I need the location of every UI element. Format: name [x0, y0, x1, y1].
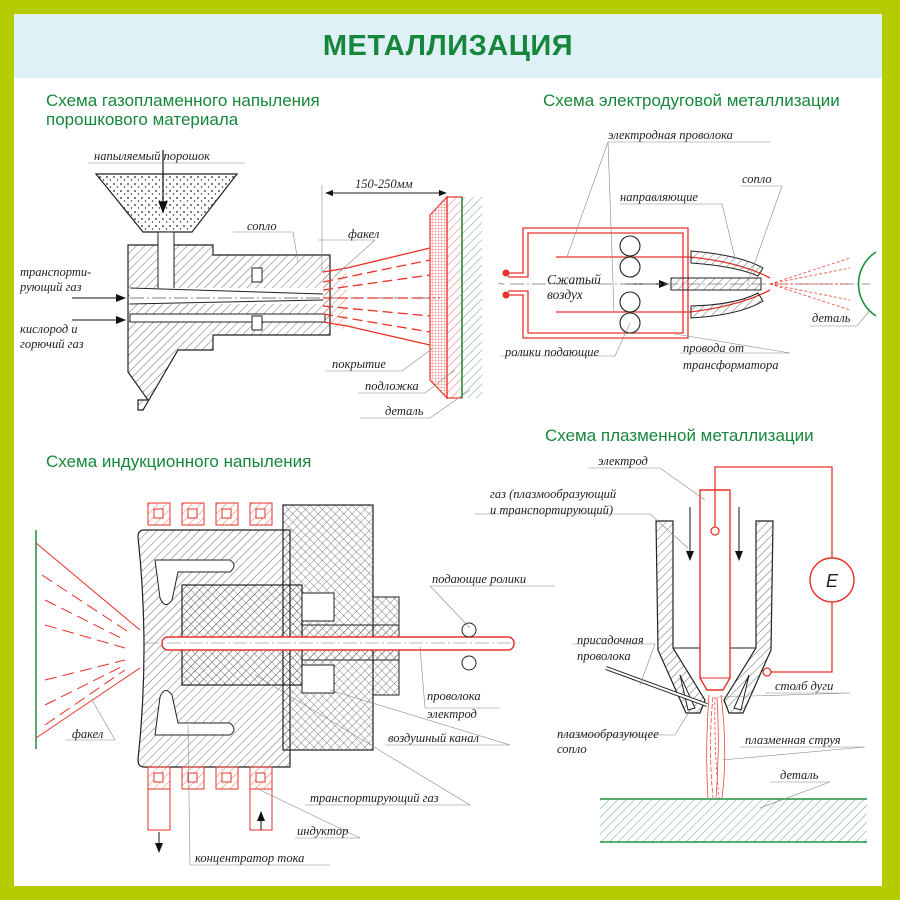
label-torch: факел [348, 227, 380, 241]
part-body [462, 197, 482, 398]
electric-arc-title: Схема электродуговой металлизации [543, 91, 840, 110]
label-guides: направляющие [620, 190, 698, 204]
label-arc-part: деталь [812, 311, 851, 325]
label-transport-gas-1: транспорти- [20, 265, 91, 279]
plasma-diagram: E электрод газ (плазмообразующий и транс… [475, 454, 867, 843]
arc-part [857, 251, 877, 317]
label-wires-1: провода от [683, 341, 744, 355]
label-inductor: индуктор [297, 824, 348, 838]
label-plasma-gas-1: газ (плазмообразующий [490, 487, 617, 501]
induction-diagram: подающие ролики проволока электрод возду… [35, 502, 555, 866]
title-banner [14, 14, 882, 78]
plasma-title: Схема плазменной металлизации [545, 426, 814, 445]
label-electrode-wire: электродная проволока [608, 128, 733, 142]
label-nozzle: сопло [247, 219, 277, 233]
label-substrate: подложка [365, 379, 419, 393]
gas-flame-diagram: напыляемый порошок 150-250мм сопло факел… [19, 149, 482, 419]
gas-flame-title-line2: порошкового материала [46, 110, 239, 129]
label-wires-2: трансформатора [683, 358, 779, 372]
plasma-nozzle-right [723, 520, 774, 714]
page-title: МЕТАЛЛИЗАЦИЯ [322, 30, 574, 62]
power-source [809, 557, 855, 603]
plasma-nozzle-left [655, 520, 706, 714]
label-compressed-air-2: воздух [547, 287, 583, 302]
label-filler-1: присадочная [577, 633, 644, 647]
substrate-layer [446, 196, 463, 399]
label-feed-rollers: ролики подающие [504, 345, 600, 359]
label-plasma-part: деталь [780, 768, 819, 782]
label-current-concentrator: концентратор тока [195, 851, 304, 865]
label-plasma-nozzle-2: сопло [557, 742, 587, 756]
label-plasma-jet: плазменная струя [745, 733, 841, 747]
label-induction-torch: факел [72, 727, 104, 741]
label-oxygen-1: кислород и [20, 322, 78, 336]
label-arc-column: столб дуги [775, 679, 833, 693]
label-induction-wire-2: электрод [427, 707, 477, 721]
label-filler-2: проволока [577, 649, 631, 663]
label-electrode: электрод [598, 454, 648, 468]
torch-body [127, 244, 331, 411]
label-coating: покрытие [332, 357, 386, 371]
label-arc-nozzle: сопло [742, 172, 772, 186]
plasma-jet [706, 694, 726, 799]
plasma-part [600, 799, 867, 842]
label-plasma-gas-2: и транспортирующий) [490, 503, 613, 517]
label-plasma-nozzle-1: плазмообразующее [557, 727, 659, 741]
label-part: деталь [385, 404, 424, 418]
inductor-coils [147, 502, 273, 831]
powder-hopper [94, 173, 239, 233]
label-distance: 150-250мм [355, 177, 413, 191]
electric-arc-diagram: электродная проволока сопло направляющие… [498, 128, 877, 372]
label-induction-feed-rollers: подающие ролики [432, 572, 526, 586]
label-air-channel: воздушный канал [388, 731, 479, 745]
coating-layer [429, 195, 448, 400]
induction-title: Схема индукционного напыления [46, 452, 312, 471]
wire-electrode [161, 636, 515, 651]
label-transport-gas: транспортирующий газ [310, 791, 439, 805]
label-powder: напыляемый порошок [94, 149, 210, 163]
power-source-label: E [826, 571, 839, 591]
label-oxygen-2: горючий газ [20, 337, 84, 351]
gas-flame-title-line1: Схема газопламенного напыления [46, 91, 320, 110]
label-transport-gas-2: рующий газ [19, 280, 82, 294]
ac-symbol: ~ [498, 277, 505, 291]
label-induction-wire-1: проволока [427, 689, 481, 703]
arc-spray [769, 257, 851, 311]
label-compressed-air-1: Сжатый [547, 272, 601, 287]
induction-flame [35, 542, 141, 739]
